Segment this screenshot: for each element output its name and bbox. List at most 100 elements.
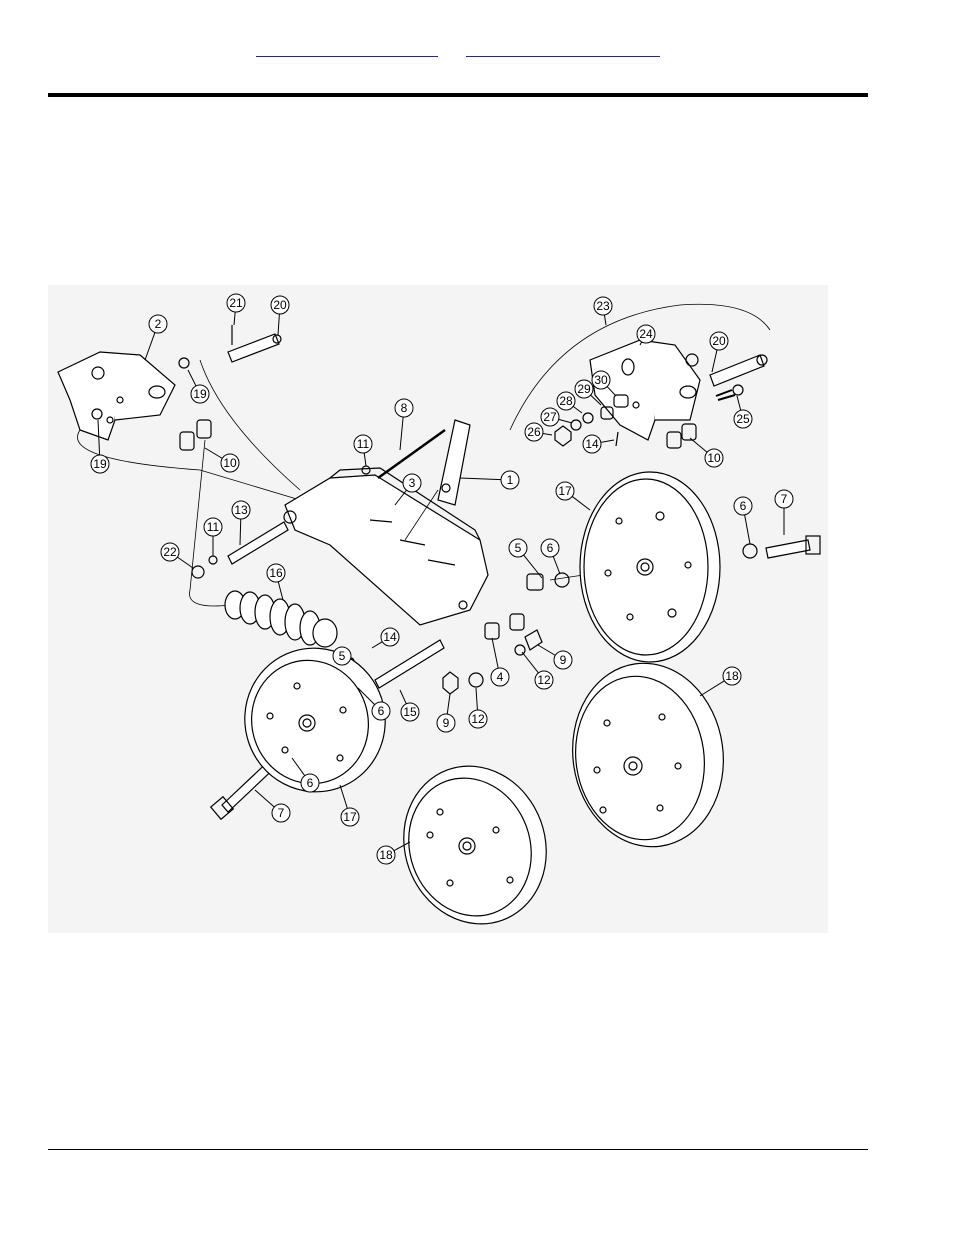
header-link-2[interactable] bbox=[466, 40, 660, 57]
callout-circle bbox=[733, 496, 753, 516]
callout-circle bbox=[524, 422, 544, 442]
callout-number: 3 bbox=[409, 476, 416, 490]
callout-circle bbox=[160, 542, 180, 562]
callout-leader bbox=[491, 637, 499, 669]
callout-12: 12 bbox=[521, 651, 554, 690]
callout-number: 14 bbox=[585, 437, 599, 451]
callout-number: 22 bbox=[163, 545, 177, 559]
callout-number: 20 bbox=[712, 334, 726, 348]
callout-8: 8 bbox=[394, 398, 414, 451]
callout-circle bbox=[203, 517, 223, 537]
callout-6: 6 bbox=[357, 687, 391, 721]
callout-3: 3 bbox=[394, 473, 422, 506]
callout-leader bbox=[371, 641, 383, 649]
callout-number: 6 bbox=[740, 499, 747, 513]
callout-number: 7 bbox=[278, 806, 285, 820]
callout-number: 14 bbox=[383, 630, 397, 644]
callout-23: 23 bbox=[593, 296, 613, 326]
callout-circle bbox=[394, 398, 414, 418]
callout-7: 7 bbox=[254, 789, 291, 823]
callout-7: 7 bbox=[774, 489, 794, 535]
callout-number: 20 bbox=[273, 298, 287, 312]
callout-5: 5 bbox=[508, 538, 543, 579]
callout-circle bbox=[190, 384, 210, 404]
callout-27: 27 bbox=[540, 407, 573, 427]
callout-circle bbox=[540, 538, 560, 558]
callout-circle bbox=[266, 563, 286, 583]
callout-number: 16 bbox=[269, 566, 283, 580]
callout-6: 6 bbox=[540, 538, 561, 575]
callout-1: 1 bbox=[459, 470, 520, 490]
callout-26: 26 bbox=[524, 422, 553, 442]
callout-circle bbox=[500, 470, 520, 490]
callout-number: 19 bbox=[193, 387, 207, 401]
callout-2: 2 bbox=[144, 314, 168, 361]
callout-leader bbox=[689, 437, 708, 453]
callout-circle bbox=[591, 370, 611, 390]
callout-10: 10 bbox=[689, 437, 724, 468]
callout-number: 18 bbox=[379, 848, 393, 862]
callout-leader bbox=[363, 452, 367, 467]
callout-circle bbox=[490, 667, 510, 687]
callout-13: 13 bbox=[231, 500, 251, 546]
callout-leader bbox=[475, 687, 478, 711]
callout-leader bbox=[537, 644, 556, 656]
callout-10: 10 bbox=[204, 447, 240, 473]
callout-number: 2 bbox=[155, 317, 162, 331]
callout-leader bbox=[590, 394, 602, 406]
callout-number: 21 bbox=[229, 296, 243, 310]
callout-30: 30 bbox=[591, 370, 617, 397]
callout-19: 19 bbox=[90, 419, 110, 474]
callout-6: 6 bbox=[291, 757, 320, 793]
callout-leader bbox=[357, 687, 375, 705]
callout-leader bbox=[744, 514, 751, 545]
callout-17: 17 bbox=[339, 784, 360, 827]
callout-number: 6 bbox=[378, 704, 385, 718]
callout-circle bbox=[270, 295, 290, 315]
callout-18: 18 bbox=[376, 841, 411, 865]
callout-circle bbox=[709, 331, 729, 351]
callout-leader bbox=[542, 432, 553, 436]
callout-number: 1 bbox=[507, 473, 514, 487]
callout-17: 17 bbox=[555, 481, 591, 511]
callout-circle bbox=[574, 379, 594, 399]
callout-leader bbox=[606, 386, 617, 397]
callout-circle bbox=[340, 807, 360, 827]
callout-leader bbox=[204, 447, 223, 459]
callout-29: 29 bbox=[574, 379, 602, 406]
callout-circle bbox=[540, 407, 560, 427]
callout-circle bbox=[380, 627, 400, 647]
callout-6: 6 bbox=[733, 496, 753, 545]
callout-leader bbox=[187, 369, 197, 387]
callout-circle bbox=[353, 434, 373, 454]
callout-circle bbox=[556, 391, 576, 411]
callout-25: 25 bbox=[733, 395, 753, 429]
callout-20: 20 bbox=[709, 331, 729, 373]
header-rule bbox=[48, 93, 868, 97]
callout-14: 14 bbox=[582, 434, 615, 454]
callout-number: 28 bbox=[559, 394, 573, 408]
callout-circle bbox=[534, 670, 554, 690]
callout-leader bbox=[399, 689, 407, 705]
header-link-1[interactable] bbox=[256, 40, 438, 57]
callout-circle bbox=[636, 324, 656, 344]
callout-9: 9 bbox=[436, 693, 456, 733]
callout-number: 15 bbox=[403, 705, 417, 719]
callout-leader bbox=[239, 518, 242, 546]
callout-number: 11 bbox=[207, 520, 220, 534]
callout-number: 5 bbox=[339, 649, 346, 663]
callout-number: 29 bbox=[577, 382, 591, 396]
callout-leader bbox=[144, 332, 156, 361]
callout-number: 7 bbox=[781, 492, 788, 506]
callout-leader bbox=[572, 405, 583, 414]
callout-leader bbox=[399, 416, 404, 451]
callout-4: 4 bbox=[490, 637, 510, 687]
footer-rule bbox=[48, 1149, 868, 1150]
callout-leader bbox=[639, 341, 643, 346]
callout-number: 11 bbox=[357, 437, 370, 451]
callout-circle bbox=[508, 538, 528, 558]
callout-circle bbox=[226, 293, 246, 313]
callout-number: 27 bbox=[543, 410, 557, 424]
callout-leader bbox=[699, 680, 725, 697]
callout-9: 9 bbox=[537, 644, 573, 670]
